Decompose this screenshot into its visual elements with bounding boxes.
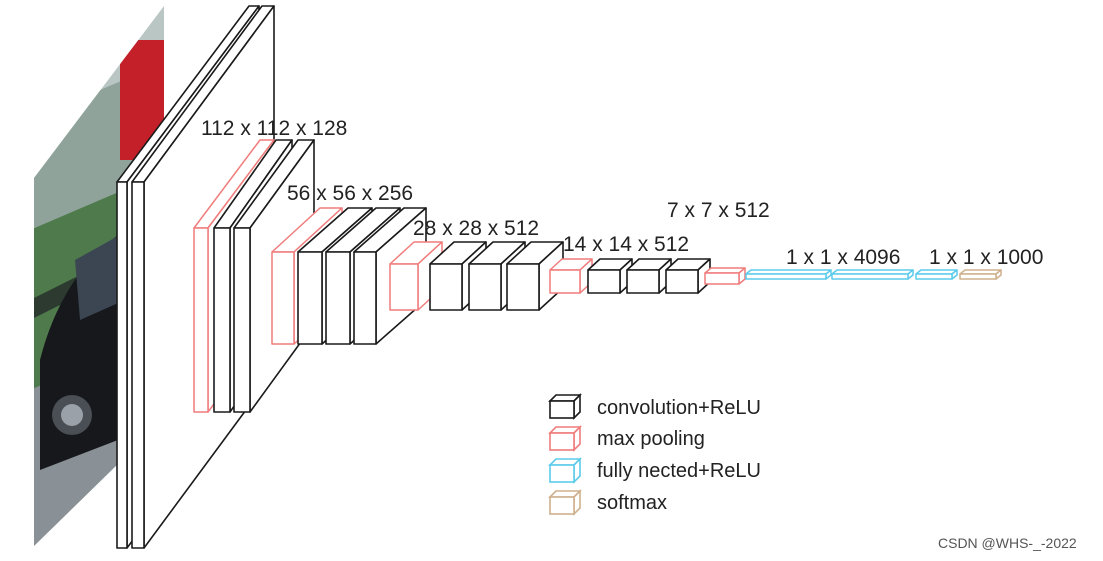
dim-label-28: 28 x 28 x 512 bbox=[413, 217, 540, 240]
dim-label-4096: 1 x 1 x 4096 bbox=[786, 246, 901, 269]
pool-block-4 bbox=[549, 258, 593, 294]
conv-block-5c bbox=[665, 258, 711, 294]
fc-block-1 bbox=[745, 269, 832, 280]
dim-label-56: 56 x 56 x 256 bbox=[287, 182, 414, 205]
legend-label-pool: max pooling bbox=[597, 428, 705, 450]
conv-block-5b bbox=[626, 258, 672, 294]
legend-label-fc: fully nected+ReLU bbox=[597, 460, 761, 482]
legend-pool-icon bbox=[548, 425, 582, 452]
legend-icons bbox=[548, 393, 582, 516]
fc-block-2 bbox=[831, 269, 914, 280]
pool-block-5 bbox=[704, 267, 746, 285]
legend-conv-icon bbox=[548, 393, 582, 420]
legend-label-conv: convolution+ReLU bbox=[597, 397, 761, 419]
softmax-block bbox=[959, 269, 1002, 280]
dim-label-7: 7 x 7 x 512 bbox=[667, 199, 770, 222]
dim-label-112: 112 x 112 x 128 bbox=[201, 117, 348, 140]
watermark: CSDN @WHS-_-2022 bbox=[938, 535, 1077, 551]
dim-label-1000: 1 x 1 x 1000 bbox=[929, 246, 1044, 269]
fc-block-3 bbox=[915, 269, 958, 280]
conv-block-5a bbox=[587, 258, 633, 294]
legend-softmax-icon bbox=[548, 489, 582, 516]
legend-fc-icon bbox=[548, 457, 582, 484]
dim-label-14: 14 x 14 x 512 bbox=[563, 233, 690, 256]
legend-label-softmax: softmax bbox=[597, 492, 668, 514]
